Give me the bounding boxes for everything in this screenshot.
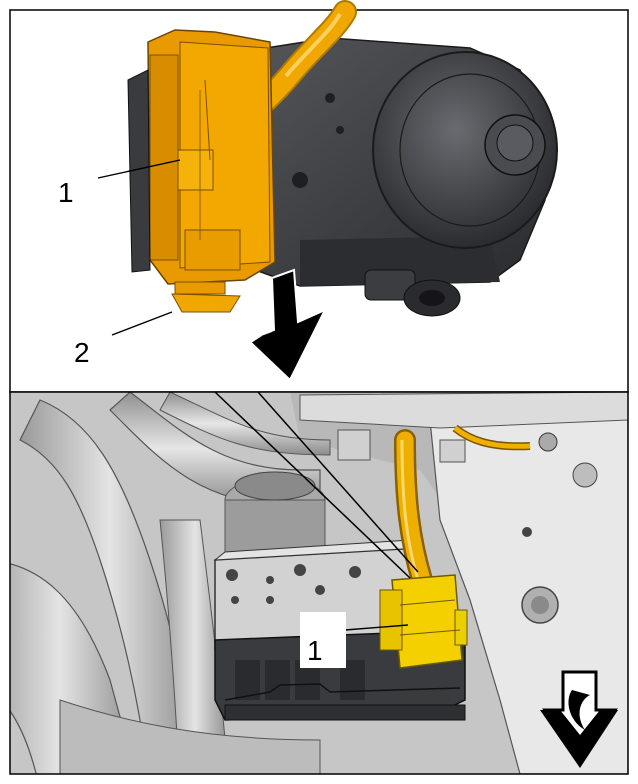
- callout-2: 2: [74, 337, 90, 368]
- abs-module-body: [239, 37, 558, 317]
- zoom-connector-lines: [214, 391, 419, 579]
- direction-arrow-down-icon: [246, 268, 328, 382]
- electrical-connector-top: [127, 29, 276, 313]
- bottom-panel-frame: [9, 391, 629, 775]
- direction-arrow-down-outline-icon: [540, 670, 618, 768]
- callout-1-top: 1: [58, 177, 74, 208]
- leader-line-2: [111, 311, 173, 336]
- leader-line-1-bottom: [344, 624, 409, 631]
- electrical-connector-bottom: [379, 574, 468, 669]
- bottom-panel: 1: [9, 391, 629, 775]
- pump-motor: [372, 51, 558, 249]
- abs-hydraulic-block: [213, 539, 466, 721]
- callout-1-bottom: 1: [307, 635, 323, 666]
- top-panel: 1 2: [9, 0, 629, 393]
- locking-tab: [171, 281, 241, 313]
- callout-1-bottom-box: [300, 612, 346, 668]
- leader-line-1-top: [97, 159, 181, 179]
